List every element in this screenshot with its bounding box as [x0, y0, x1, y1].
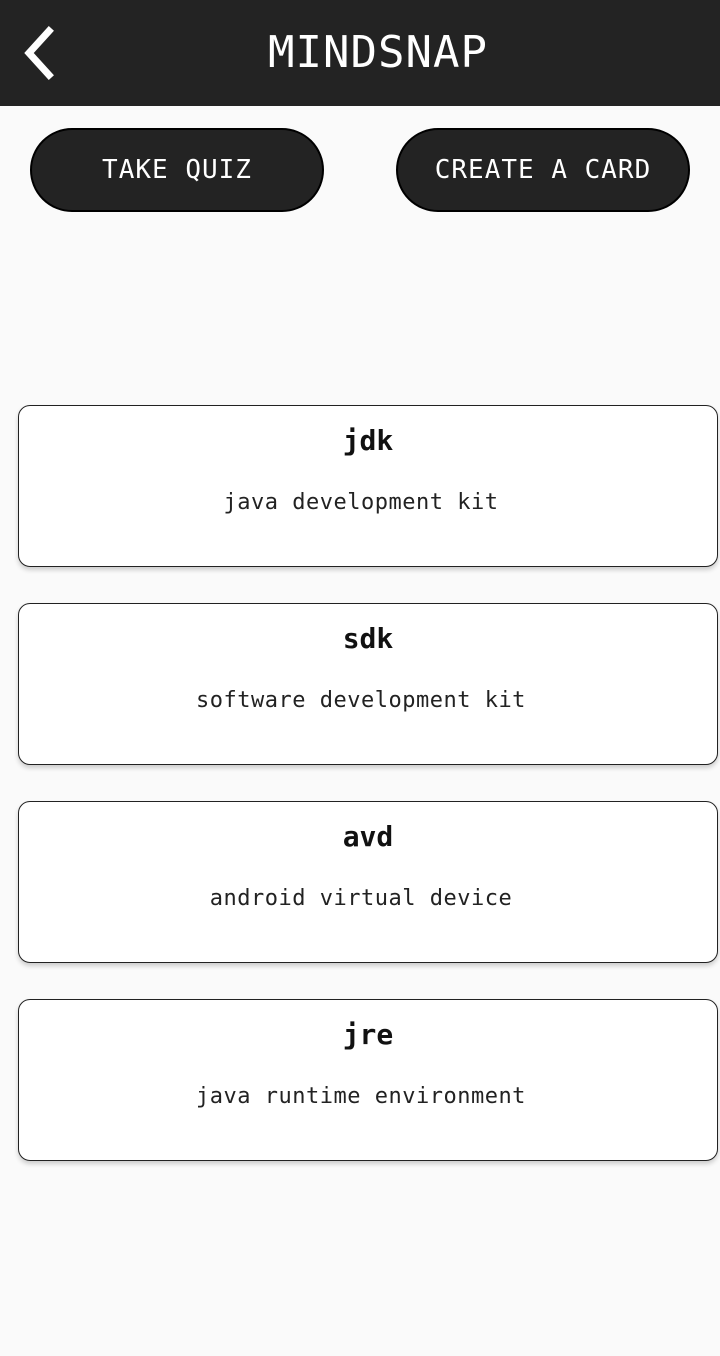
- card-term: sdk: [342, 622, 394, 655]
- app-title: MINDSNAP: [268, 27, 488, 78]
- flashcard[interactable]: avd android virtual device: [18, 801, 718, 963]
- chevron-left-icon: [24, 26, 54, 80]
- card-term: jdk: [342, 424, 394, 457]
- flashcard[interactable]: sdk software development kit: [18, 603, 718, 765]
- take-quiz-button[interactable]: TAKE QUIZ: [30, 128, 324, 212]
- back-button[interactable]: [14, 22, 64, 84]
- app-bar: MINDSNAP: [0, 0, 720, 106]
- card-definition: android virtual device: [209, 886, 513, 911]
- card-definition: software development kit: [196, 688, 526, 713]
- flashcard[interactable]: jdk java development kit: [18, 405, 718, 567]
- create-card-button[interactable]: CREATE A CARD: [396, 128, 690, 212]
- card-definition: java runtime environment: [196, 1084, 526, 1109]
- card-definition: java development kit: [223, 490, 499, 515]
- card-term: avd: [342, 820, 394, 853]
- card-term: jre: [342, 1018, 394, 1051]
- flashcard[interactable]: jre java runtime environment: [18, 999, 718, 1161]
